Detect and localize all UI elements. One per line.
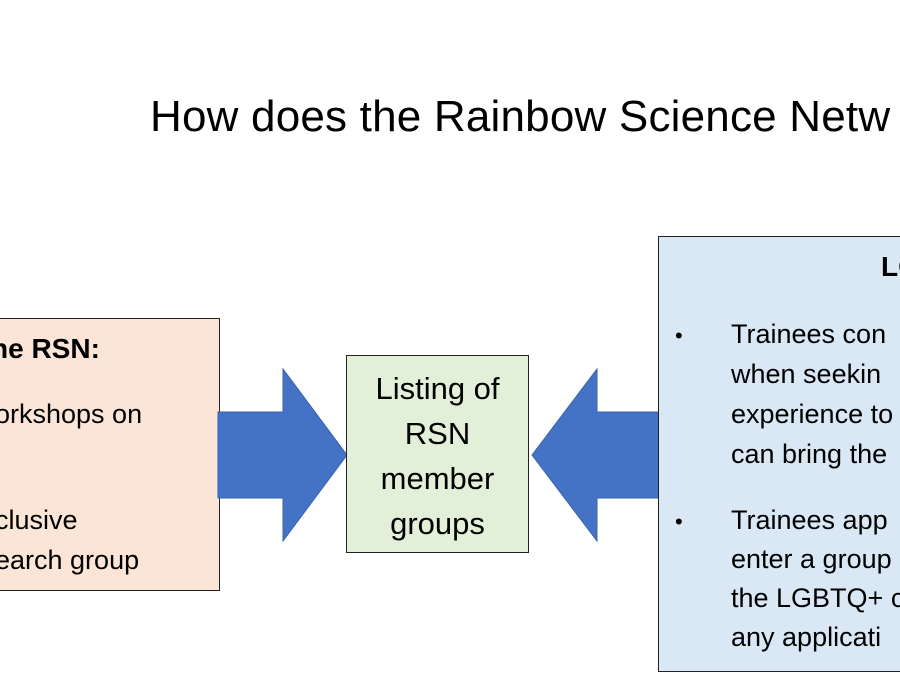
left-panel-line: earch group [0, 545, 140, 575]
arrow-left [531, 367, 663, 543]
center-panel: Listing of RSN member groups [346, 355, 529, 553]
right-panel-line: enter a group [731, 544, 892, 574]
right-panel: LG • Trainees con when seekin experience… [658, 236, 900, 672]
left-panel-line: orkshops on [0, 399, 143, 429]
center-panel-line: groups [390, 506, 485, 541]
arrow-right [217, 367, 348, 543]
bullet-marker: • [675, 509, 683, 534]
right-panel-line: any applicati [731, 622, 882, 652]
left-panel-line: clusive [0, 505, 78, 535]
right-panel-line: the LGBTQ+ c [731, 583, 900, 613]
right-panel-heading: LG [881, 251, 900, 282]
right-panel-line: can bring the [731, 439, 888, 469]
left-panel: he RSN: orkshops on clusive earch group [0, 318, 220, 591]
center-panel-line: Listing of [375, 371, 500, 406]
left-panel-heading: he RSN: [0, 333, 100, 364]
right-panel-line: when seekin [731, 359, 882, 389]
right-panel-line: experience to [731, 399, 894, 429]
center-panel-line: RSN [404, 416, 471, 451]
right-panel-line: Trainees con [731, 319, 887, 349]
center-panel-line: member [380, 461, 495, 496]
right-panel-line: Trainees app [731, 505, 888, 535]
bullet-marker: • [675, 323, 683, 348]
slide-title: How does the Rainbow Science Netw [150, 92, 891, 141]
